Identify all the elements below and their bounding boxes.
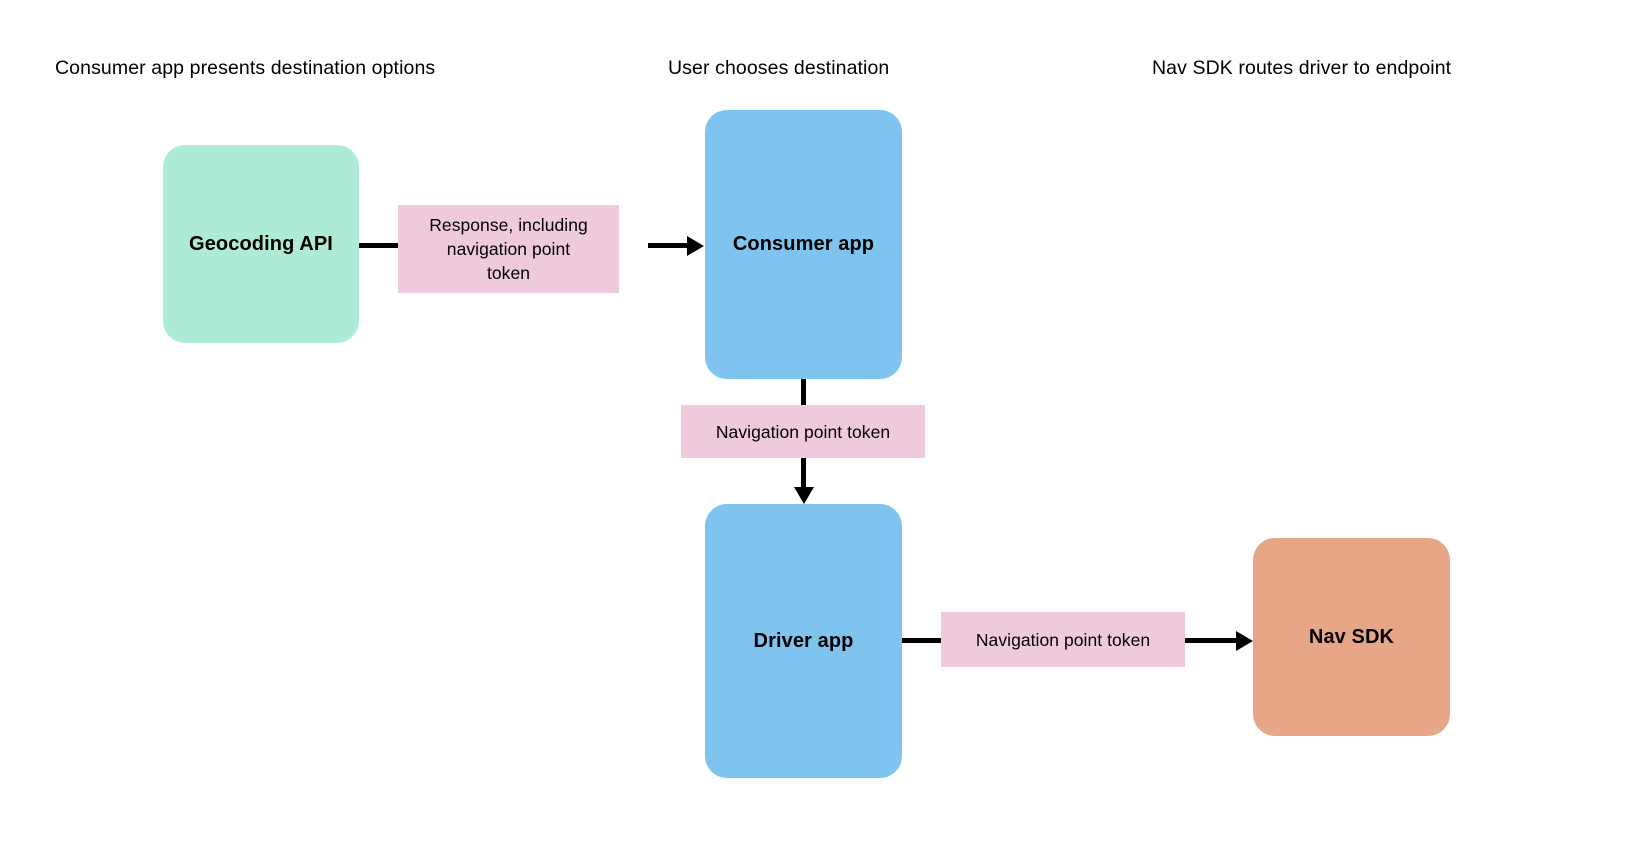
node-driver-app: Driver app <box>705 504 902 778</box>
node-nav-sdk-label: Nav SDK <box>1308 625 1395 648</box>
column-header-consumer-app-presents: Consumer app presents destination option… <box>55 57 436 79</box>
column-header-user-chooses-destination: User chooses destination <box>668 57 890 79</box>
edge-label-navigation-point-token-middle-text: Navigation point token <box>715 421 891 442</box>
edge-label-response-including-navigation-point-token: Response, including navigation point tok… <box>398 205 619 293</box>
column-header-nav-sdk-routes-driver: Nav SDK routes driver to endpoint <box>1152 57 1452 79</box>
arrow-right-icon <box>687 236 704 256</box>
edge-label-response-line-1: Response, including <box>429 215 588 235</box>
edge-driver-to-navsdk-line-left <box>902 638 944 643</box>
edge-label-navigation-point-token-bottom: Navigation point token <box>941 612 1185 667</box>
edge-consumer-to-driver-line-top <box>801 379 806 407</box>
node-geocoding-api-label: Geocoding API <box>189 232 333 255</box>
edge-driver-to-navsdk-line-right <box>1183 638 1237 643</box>
edge-label-response-line-2: navigation point <box>446 239 571 259</box>
node-geocoding-api: Geocoding API <box>163 145 359 343</box>
node-consumer-app: Consumer app <box>705 110 902 379</box>
edge-label-response-line-3: token <box>486 263 531 283</box>
edge-consumer-to-driver-line-bottom <box>801 457 806 488</box>
edge-label-response-text-block: Response, including navigation point tok… <box>429 213 588 285</box>
edge-label-navigation-point-token-bottom-text: Navigation point token <box>975 629 1151 650</box>
edge-geocoding-to-consumer-line-left <box>359 243 421 248</box>
arrow-right-icon <box>1236 631 1253 651</box>
node-driver-app-label: Driver app <box>753 629 854 652</box>
node-nav-sdk: Nav SDK <box>1253 538 1450 736</box>
edge-label-navigation-point-token-middle: Navigation point token <box>681 405 925 458</box>
arrow-down-icon <box>794 487 814 504</box>
edge-geocoding-to-consumer-line-right <box>648 243 688 248</box>
node-consumer-app-label: Consumer app <box>732 233 875 255</box>
